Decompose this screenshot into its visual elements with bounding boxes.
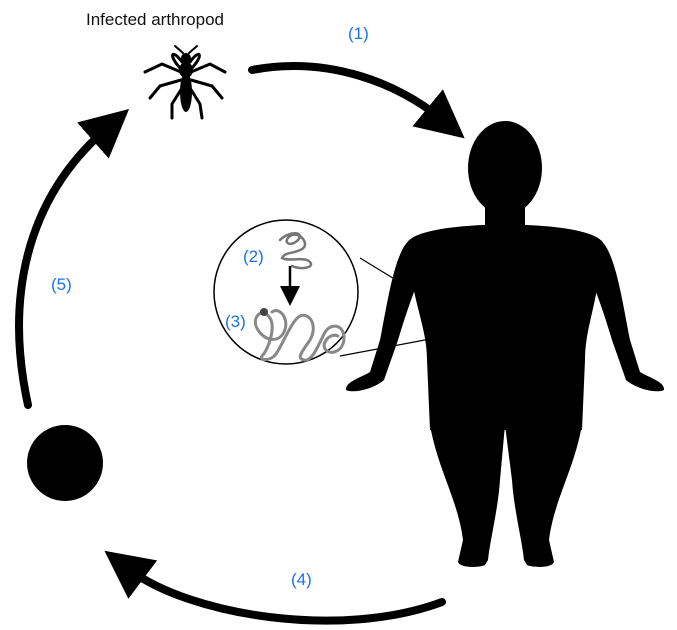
step-4-label: (4) <box>291 570 312 589</box>
microfilaria-dot <box>27 425 103 501</box>
arrow-step-4 <box>130 570 442 621</box>
step-1-label: (1) <box>348 24 369 43</box>
human-silhouette <box>346 121 664 567</box>
arrow-step-5 <box>19 130 105 405</box>
mosquito-icon <box>145 46 225 118</box>
arthropod-label: Infected arthropod <box>86 10 224 29</box>
step-5-label: (5) <box>51 275 72 294</box>
step-3-label: (3) <box>225 312 246 331</box>
step-2-label: (2) <box>243 247 264 266</box>
arrow-step-1 <box>252 66 440 118</box>
worm-head-dot <box>260 308 268 316</box>
